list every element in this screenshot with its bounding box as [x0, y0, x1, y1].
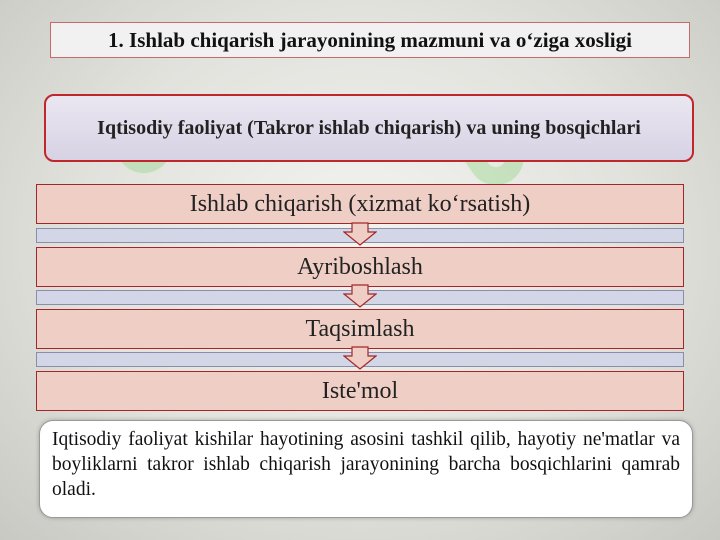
- slide-title: 1. Ishlab chiqarish jarayonining mazmuni…: [50, 22, 690, 58]
- section-heading: Iqtisodiy faoliyat (Takror ishlab chiqar…: [44, 94, 694, 162]
- stage-exchange: Ayriboshlash: [36, 247, 684, 287]
- down-arrow-icon: [343, 346, 377, 370]
- stage-production: Ishlab chiqarish (xizmat ko‘rsatish): [36, 184, 684, 224]
- stage-consumption: Iste'mol: [36, 371, 684, 411]
- down-arrow-icon: [343, 284, 377, 308]
- stage-distribution: Taqsimlash: [36, 309, 684, 349]
- down-arrow-icon: [343, 222, 377, 246]
- description-text: Iqtisodiy faoliyat kishilar hayotining a…: [39, 420, 693, 518]
